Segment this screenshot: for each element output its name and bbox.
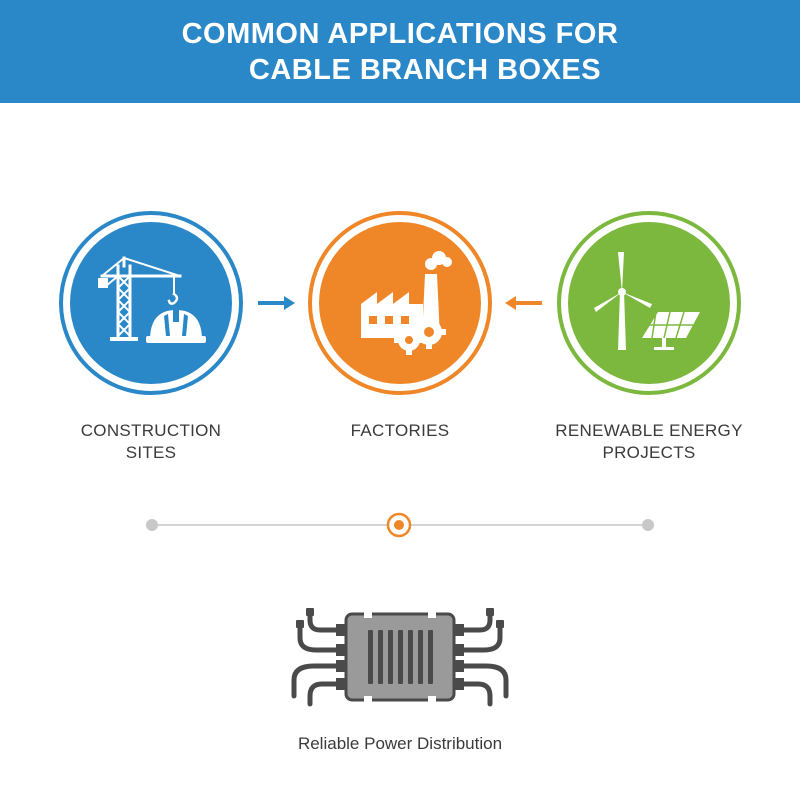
label-construction-sites: CONSTRUCTION SITES [41,420,261,464]
hard-hat-icon [146,308,206,343]
arrow-right-icon [258,296,295,310]
label-line-1: FACTORIES [350,421,450,440]
label-line-1: RENEWABLE ENERGY [555,421,743,440]
timeline-dot-right [642,519,654,531]
header-banner: COMMON APPLICATIONS FOR CABLE BRANCH BOX… [0,0,800,103]
solar-panel-icon [642,311,700,350]
title-line-2: CABLE BRANCH BOXES [248,53,602,86]
timeline-connector [146,512,654,538]
gears-icon [394,315,446,355]
renewable-circle [554,208,744,398]
crane-icon [98,256,182,341]
wind-turbine-icon [594,252,652,350]
construction-circle [56,208,246,398]
label-renewable-energy-projects: RENEWABLE ENERGY PROJECTS [539,420,759,464]
footer-caption: Reliable Power Distribution [297,734,503,753]
label-line-2: SITES [125,443,177,462]
label-line-1: CONSTRUCTION [80,421,222,440]
cable-branch-box-icon [291,608,509,707]
factories-circle [305,208,495,398]
arrow-left-icon [505,296,542,310]
title-line-1: COMMON APPLICATIONS FOR [181,17,619,50]
timeline-dot-left [146,519,158,531]
label-line-2: PROJECTS [602,443,696,462]
label-factories: FACTORIES [290,420,510,442]
